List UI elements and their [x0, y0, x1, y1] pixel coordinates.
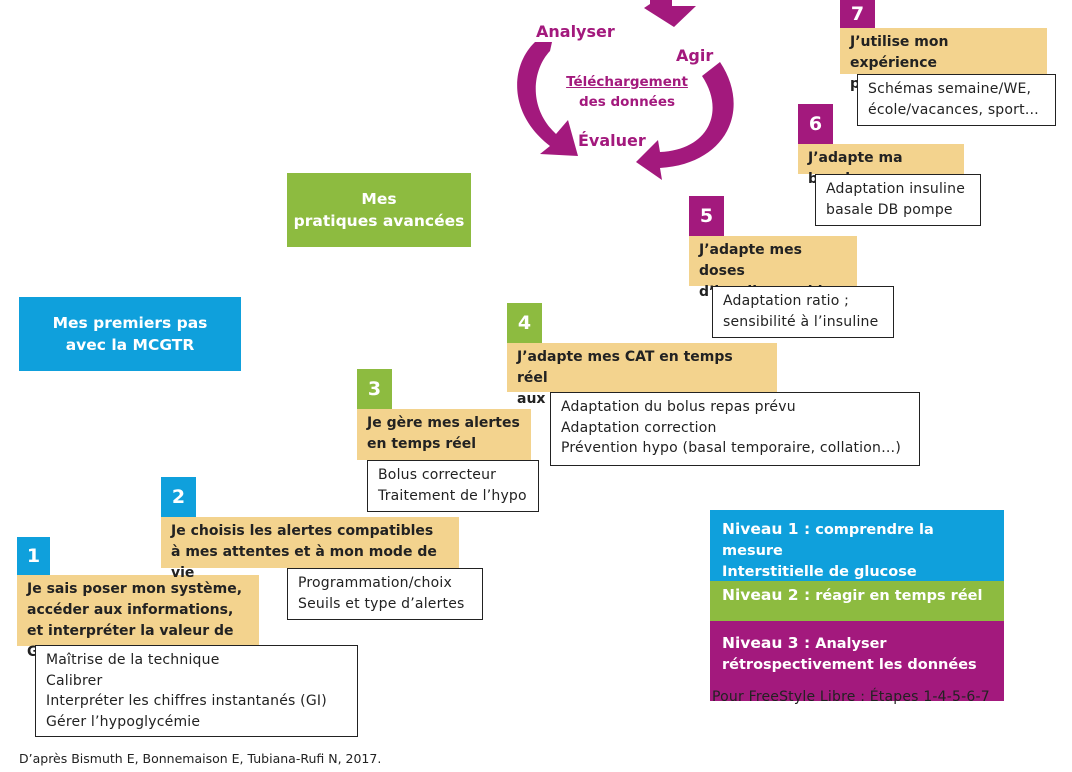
cycle-arrow-top — [644, 0, 696, 27]
step-1-number: 1 — [17, 537, 50, 575]
step-1-detail-4: Gérer l’hypoglycémie — [46, 713, 201, 730]
legend-level-1: Niveau 1 : comprendre la mesure Intersti… — [710, 510, 1004, 581]
legend-level-3-text1: Analyser — [810, 636, 887, 652]
step-2-title: Je choisis les alertes compatibles à mes… — [161, 517, 459, 581]
cycle-label-evaluer: Évaluer — [578, 131, 646, 150]
legend-level-2-label: Niveau 2 : — [722, 586, 811, 604]
step-7-details: Schémas semaine/WE, école/vacances, spor… — [857, 74, 1056, 126]
step-3-number: 3 — [357, 369, 392, 409]
step-4-detail-1: Adaptation du bolus repas prévu — [561, 399, 796, 415]
step-3-details: Bolus correcteur Traitement de l’hypo — [367, 460, 539, 512]
step-6-number: 6 — [798, 104, 833, 144]
step-1-title: Je sais poser mon système, accéder aux i… — [17, 575, 259, 660]
step-4-detail-2: Adaptation correction — [561, 419, 717, 436]
step-2-details: Programmation/choix Seuils et type d’ale… — [287, 568, 483, 620]
cycle-arrow-left — [517, 42, 578, 156]
step-7-detail-1: Schémas semaine/WE, — [868, 81, 1032, 97]
legend: Niveau 1 : comprendre la mesure Intersti… — [710, 510, 1004, 701]
step-7-detail-2: école/vacances, sport… — [868, 101, 1040, 118]
step-6-detail-2: basale DB pompe — [826, 201, 953, 218]
step-4-details: Adaptation du bolus repas prévu Adaptati… — [550, 392, 920, 466]
cycle-label-analyser: Analyser — [536, 22, 615, 41]
cycle-center-line1: Téléchargement — [566, 74, 688, 90]
step-1-detail-2: Calibrer — [46, 672, 103, 689]
legend-level-3-label: Niveau 3 : — [722, 634, 811, 652]
step-5-detail-2: sensibilité à l’insuline — [723, 313, 879, 330]
cycle-label-agir: Agir — [676, 46, 714, 65]
legend-level-1-text2: Interstitielle de glucose — [722, 564, 917, 580]
legend-level-1-label: Niveau 1 : — [722, 520, 811, 538]
cycle-arrow-right — [636, 62, 734, 180]
step-6-title: J’adapte ma basale — [798, 144, 964, 187]
first-steps-box: Mes premiers pas avec la MCGTR — [19, 297, 241, 371]
cycle-arrows — [517, 0, 734, 180]
step-3-detail-2: Traitement de l’hypo — [378, 487, 527, 504]
step-1-details: Maîtrise de la technique Calibrer Interp… — [35, 645, 358, 737]
step-5-title: J’adapte mes doses d’insuline rapide — [689, 236, 857, 300]
step-4-detail-3: Prévention hypo (basal temporaire, colla… — [561, 440, 901, 456]
step-1-detail-1: Maîtrise de la technique — [46, 652, 220, 668]
legend-level-3: Niveau 3 : Analyser rétrospectivement le… — [710, 621, 1004, 701]
source-citation: D’après Bismuth E, Bonnemaison E, Tubian… — [19, 751, 382, 766]
legend-level-2: Niveau 2 : réagir en temps réel — [710, 581, 1004, 621]
step-2-detail-2: Seuils et type d’alertes — [298, 595, 465, 612]
step-4-title: J’adapte mes CAT en temps réel aux infor… — [507, 343, 777, 407]
step-2-detail-1: Programmation/choix — [298, 575, 452, 591]
step-6-detail-1: Adaptation insuline — [826, 181, 966, 197]
freestyle-note: Pour FreeStyle Libre : Étapes 1-4-5-6-7 — [712, 689, 990, 705]
legend-level-3-text2: rétrospectivement les données — [722, 657, 977, 673]
step-7-number: 7 — [840, 0, 875, 28]
cycle-center-text: Téléchargement des données — [554, 72, 700, 112]
legend-level-2-text1: réagir en temps réel — [810, 588, 983, 604]
legend-level-1-text1: comprendre la mesure — [722, 522, 934, 559]
step-4-number: 4 — [507, 303, 542, 343]
step-5-detail-1: Adaptation ratio ; — [723, 293, 850, 309]
step-7-title: J’utilise mon expérience pour anticiper — [840, 28, 1047, 92]
step-2-number: 2 — [161, 477, 196, 517]
step-5-number: 5 — [689, 196, 724, 236]
step-1-detail-3: Interpréter les chiffres instantanés (GI… — [46, 693, 327, 709]
step-3-title: Je gère mes alertes en temps réel — [357, 409, 531, 460]
step-6-details: Adaptation insuline basale DB pompe — [815, 174, 981, 226]
step-5-details: Adaptation ratio ; sensibilité à l’insul… — [712, 286, 894, 338]
cycle-center-line2: des données — [578, 94, 676, 110]
advanced-practices-box: Mes pratiques avancées — [287, 173, 471, 247]
step-3-detail-1: Bolus correcteur — [378, 467, 497, 483]
